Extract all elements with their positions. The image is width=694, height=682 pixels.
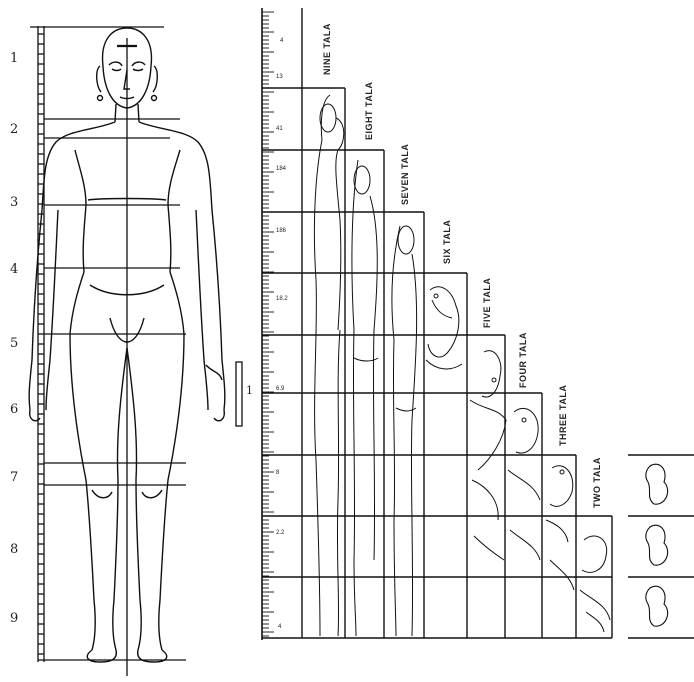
section-numbers: 1 2 3 4 5 6 7 8 9 <box>10 51 18 626</box>
tala-label: SIX TALA <box>442 220 452 264</box>
tala-label: EIGHT TALA <box>364 82 374 140</box>
hand-length-marker <box>236 362 242 426</box>
ruler-label: 4 <box>278 624 282 630</box>
tala-label: FIVE TALA <box>482 278 492 328</box>
tala-grid <box>262 8 612 638</box>
hand-marker-label: 1 <box>246 384 253 397</box>
section-number: 8 <box>10 542 18 557</box>
ruler-label: 186 <box>276 228 287 234</box>
tala-label: FOUR TALA <box>518 332 528 388</box>
section-number: 5 <box>10 336 18 351</box>
section-number: 4 <box>10 262 18 277</box>
ruler-label: 2.2 <box>276 530 285 536</box>
ruler-label: 6.9 <box>276 386 285 392</box>
left-scale-bar <box>38 26 44 662</box>
ruler-label: 41 <box>276 126 283 132</box>
measure-ruler <box>262 8 274 640</box>
section-number: 1 <box>10 51 18 66</box>
tala-label: THREE TALA <box>558 385 568 446</box>
tala-figure-sketches <box>314 95 610 636</box>
ruler-label: 8 <box>276 470 280 476</box>
ruler-label: 4 <box>280 38 284 44</box>
ruler-label: 18.2 <box>276 296 288 302</box>
section-lines <box>30 27 186 660</box>
section-number: 3 <box>10 195 18 210</box>
ruler-label: 13 <box>276 74 283 80</box>
section-number: 2 <box>10 122 18 137</box>
section-number: 6 <box>10 402 18 417</box>
section-number: 7 <box>10 470 18 485</box>
head-repeat-column <box>628 455 694 638</box>
tala-label: TWO TALA <box>592 457 602 508</box>
tala-label: NINE TALA <box>322 23 332 75</box>
section-number: 9 <box>10 611 18 626</box>
tala-label: SEVEN TALA <box>400 144 410 205</box>
ruler-label: 184 <box>276 166 287 172</box>
ruler-labels: 4 13 41 184 186 18.2 6.9 8 2.2 4 <box>276 38 288 630</box>
tala-labels: NINE TALA EIGHT TALA SEVEN TALA SIX TALA… <box>322 23 602 508</box>
